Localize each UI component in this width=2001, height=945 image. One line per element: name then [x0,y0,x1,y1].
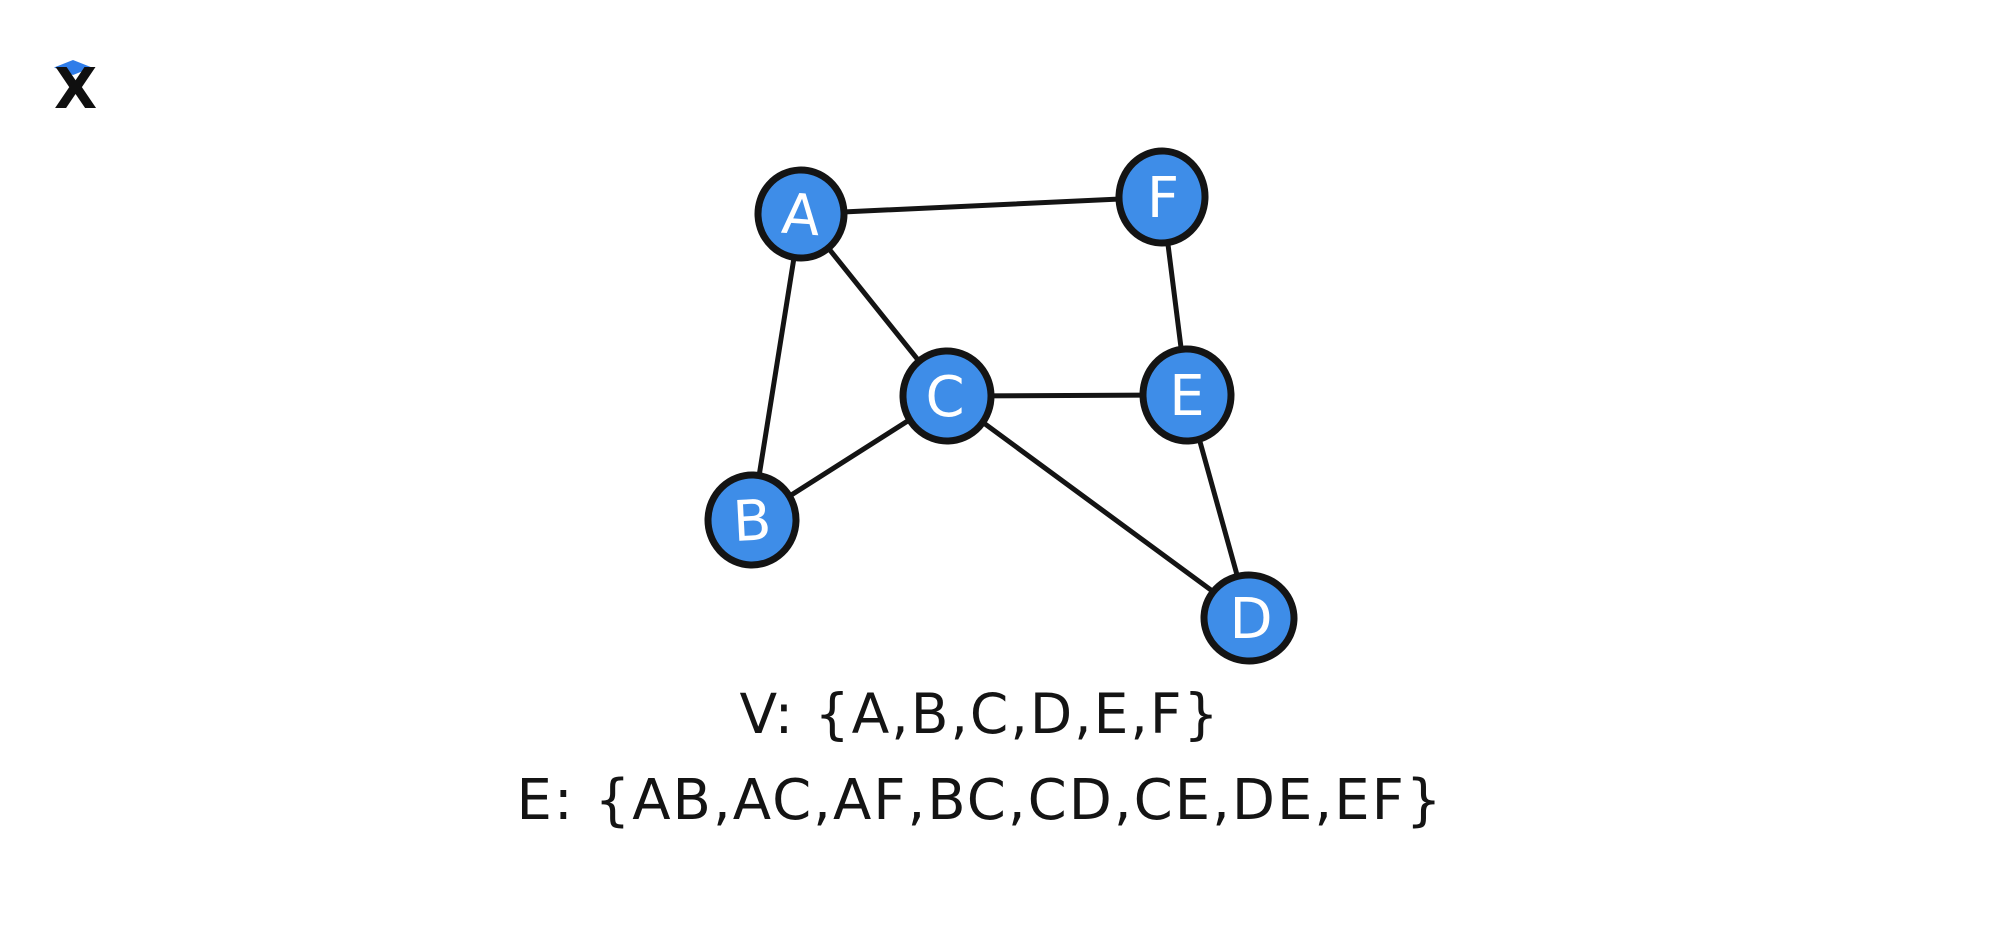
node-C-label: C [925,365,964,430]
vertex-set-text: V: {A,B,C,D,E,F} [739,682,1221,746]
node-F-label: F [1147,166,1179,231]
node-B-label: B [731,488,773,555]
edge-set-text: E: {AB,AC,AF,BC,CD,CE,DE,EF} [516,768,1444,833]
node-E-label: E [1169,364,1204,429]
graph-nodes: A B C D E F [704,147,1298,665]
node-D-label: D [1229,587,1272,652]
node-E: E [1139,345,1235,445]
node-D-circle [1200,571,1298,665]
node-F: F [1115,147,1209,247]
logo-x-text: X [54,57,98,122]
node-C: C [899,347,995,445]
edge-AF [798,194,1165,217]
node-A-circle [754,166,848,262]
node-C-circle [899,347,995,445]
logo-diamond-icon [54,60,92,75]
edge-AB [749,211,804,523]
diamond-shape [54,60,92,75]
brand-logo: X [54,48,98,122]
node-A: A [754,166,848,262]
edge-CD [944,393,1252,621]
node-B-circle [704,471,800,569]
node-E-circle [1139,345,1235,445]
node-D: D [1200,571,1298,665]
node-B: B [704,471,800,569]
node-F-circle [1115,147,1209,247]
node-A-label: A [780,182,823,250]
